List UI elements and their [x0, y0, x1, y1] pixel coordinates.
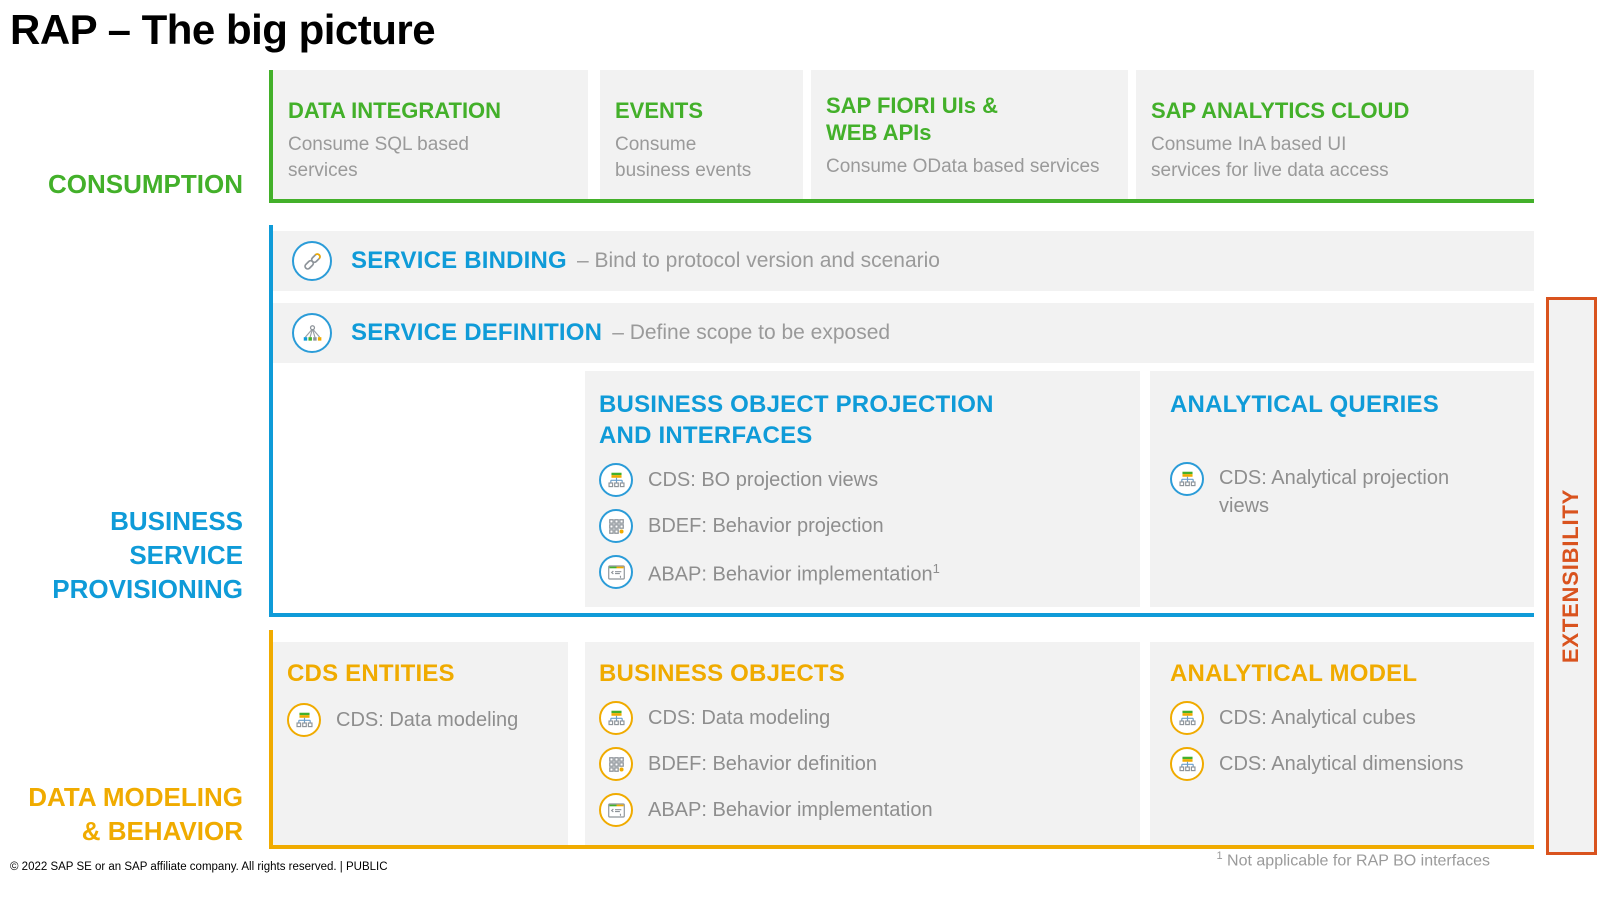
band-label-consumption: CONSUMPTION [0, 167, 243, 201]
item-label: CDS: Analytical dimensions [1219, 753, 1464, 775]
band-label-business-service-provisioning: BUSINESS SERVICE PROVISIONING [52, 506, 243, 604]
list-item: CDS: Analytical projection views [1170, 462, 1524, 520]
list-item: CDS: BO projection views [599, 463, 1130, 497]
cds-analytical-icon [1170, 701, 1204, 735]
box-description: Consume business events [615, 134, 752, 181]
panel-title: BUSINESS OBJECTS [599, 660, 845, 687]
modeling-bottom-border [269, 845, 1534, 849]
link-icon [292, 241, 332, 281]
band-label-text: CONSUMPTION [48, 169, 243, 199]
consumption-box-events: EVENTS Consume business events [600, 70, 803, 199]
cds-view-icon [287, 703, 321, 737]
list-item: BDEF: Behavior definition [599, 747, 1130, 781]
box-title: DATA INTEGRATION [288, 98, 502, 123]
business-objects-box: BUSINESS OBJECTS CDS: Data modeling [585, 642, 1140, 845]
list-item: ABAP: Behavior implementation1 [599, 555, 1130, 589]
consumption-box-data-integration: DATA INTEGRATION Consume SQL based servi… [273, 70, 588, 199]
item-list: CDS: BO projection views BDEF: Behavior … [599, 463, 1130, 589]
item-label: ABAP: Behavior implementation1 [648, 561, 940, 586]
cds-view-icon [599, 463, 633, 497]
box-title: SAP FIORI UIs & WEB APIs [826, 93, 998, 145]
item-label: CDS: Data modeling [648, 707, 831, 729]
service-definition-row: SERVICE DEFINITION – Define scope to be … [273, 303, 1534, 363]
cds-entities-box: CDS ENTITIES CDS: Data modeling [273, 642, 568, 845]
service-binding-description: – Bind to protocol version and scenario [576, 249, 940, 272]
panel-title: BUSINESS OBJECT PROJECTION AND INTERFACE… [599, 391, 994, 449]
list-item: CDS: Data modeling [599, 701, 1130, 735]
list-item: CDS: Analytical cubes [1170, 701, 1524, 735]
item-label: ABAP: Behavior implementation [648, 799, 933, 821]
consumption-box-fiori-web-apis: SAP FIORI UIs & WEB APIs Consume OData b… [811, 70, 1128, 199]
page-title: RAP – The big picture [10, 6, 436, 53]
cds-analytical-icon [1170, 462, 1204, 496]
analytical-model-box: ANALYTICAL MODEL CDS: Analytical cubes [1150, 642, 1534, 845]
box-description: Consume OData based services [826, 156, 1100, 177]
list-item: ABAP: Behavior implementation [599, 793, 1130, 827]
service-definition-description: – Define scope to be exposed [612, 321, 891, 344]
list-item: CDS: Data modeling [287, 703, 558, 737]
service-binding-row: SERVICE BINDING – Bind to protocol versi… [273, 231, 1534, 291]
analytical-queries-box: ANALYTICAL QUERIES CDS: Analytical proje… [1150, 371, 1534, 607]
consumption-left-border [269, 70, 273, 203]
box-title: SAP ANALYTICS CLOUD [1151, 98, 1410, 123]
provisioning-bottom-border [269, 613, 1534, 617]
list-item: CDS: Analytical dimensions [1170, 747, 1524, 781]
item-label: CDS: Analytical cubes [1219, 707, 1416, 729]
box-title: EVENTS [615, 98, 704, 123]
behavior-definition-icon [599, 509, 633, 543]
service-binding-title: SERVICE BINDING [351, 247, 567, 274]
band-label-data-modeling-behavior: DATA MODELING & BEHAVIOR [28, 782, 243, 846]
box-description: Consume SQL based services [288, 134, 469, 181]
list-item: BDEF: Behavior projection [599, 509, 1130, 543]
panel-title: ANALYTICAL QUERIES [1170, 391, 1439, 418]
extensibility-label: EXTENSIBILITY [1558, 488, 1584, 664]
item-label: CDS: Data modeling [336, 709, 519, 731]
business-object-projection-box: BUSINESS OBJECT PROJECTION AND INTERFACE… [585, 371, 1140, 607]
copyright-notice: © 2022 SAP SE or an SAP affiliate compan… [10, 861, 388, 873]
footnote: 1 Not applicable for RAP BO interfaces [1216, 850, 1490, 870]
panel-title: CDS ENTITIES [287, 660, 455, 687]
cds-view-icon [599, 701, 633, 735]
item-label: BDEF: Behavior definition [648, 753, 878, 775]
modeling-left-border [269, 630, 273, 849]
item-label: CDS: BO projection views [648, 469, 879, 491]
consumption-box-sap-analytics-cloud: SAP ANALYTICS CLOUD Consume InA based UI… [1136, 70, 1534, 199]
consumption-bottom-border [269, 199, 1534, 203]
item-list: CDS: Analytical cubes CDS: Analytical di… [1170, 701, 1524, 781]
hierarchy-tree-icon [292, 313, 332, 353]
item-label: CDS: Analytical projection views [1219, 467, 1450, 517]
item-list: CDS: Data modeling BDEF: Behavior defini… [599, 701, 1130, 827]
provisioning-left-border [269, 225, 273, 617]
box-description: Consume InA based UI services for live d… [1151, 134, 1389, 181]
abap-source-icon [599, 555, 633, 589]
cds-analytical-icon [1170, 747, 1204, 781]
service-definition-title: SERVICE DEFINITION [351, 319, 603, 346]
behavior-definition-icon [599, 747, 633, 781]
extensibility-box: EXTENSIBILITY [1546, 297, 1597, 855]
abap-source-icon [599, 793, 633, 827]
panel-title: ANALYTICAL MODEL [1170, 660, 1418, 687]
item-label: BDEF: Behavior projection [648, 515, 884, 537]
